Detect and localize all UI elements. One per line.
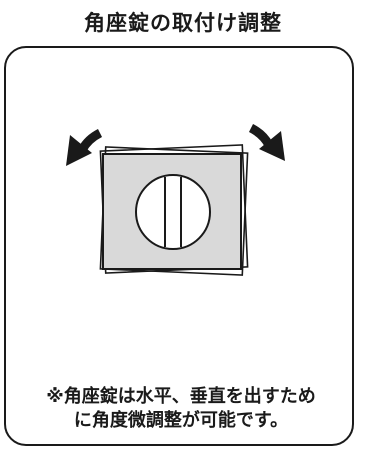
rotate-right-arrow-icon [248, 123, 285, 161]
adjustment-note-line-2: に角度微調整が可能です。 [73, 410, 289, 431]
turn-knob-icon [135, 174, 211, 250]
diagram-title: 角座錠の取付け調整 [84, 11, 282, 35]
illustration-panel [4, 46, 354, 446]
rotate-left-arrow-icon [66, 128, 103, 166]
adjustment-note-line-1: ※角座錠は水平、垂直を出すため [46, 386, 316, 407]
